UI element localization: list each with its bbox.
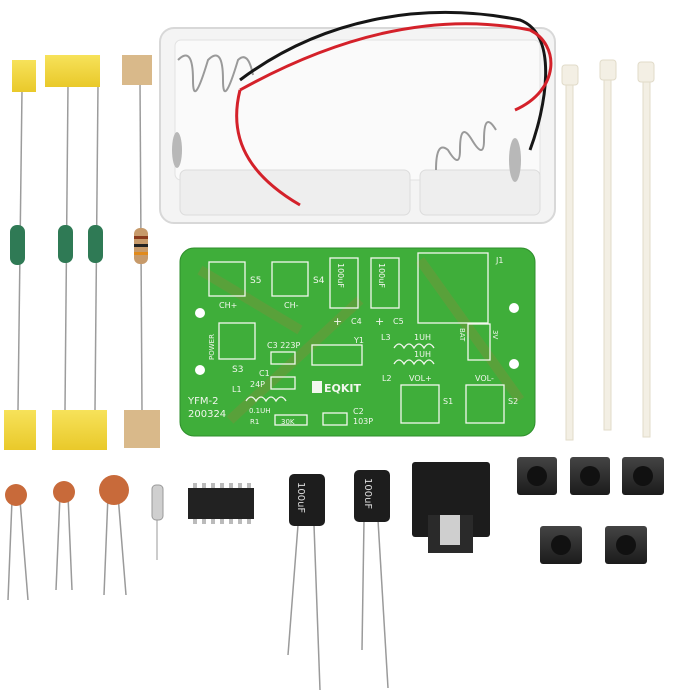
label-s2: S2 bbox=[508, 397, 518, 406]
label-vol-minus: VOL- bbox=[475, 374, 494, 383]
label-s4: S4 bbox=[313, 276, 325, 286]
cable-ties bbox=[561, 59, 655, 441]
label-c5: C5 bbox=[393, 317, 404, 326]
label-c1-value: 24P bbox=[250, 380, 265, 389]
label-power: POWER bbox=[208, 334, 216, 360]
label-l1: L1 bbox=[232, 385, 242, 394]
spring-contact bbox=[177, 54, 497, 171]
label-y1: Y1 bbox=[353, 336, 364, 345]
label-s3: S3 bbox=[232, 365, 243, 375]
label-s1: S1 bbox=[443, 397, 453, 406]
label-c2: C2 bbox=[353, 407, 364, 416]
pcb-date: 200324 bbox=[188, 409, 226, 420]
label-r1-value: 30K bbox=[281, 418, 295, 426]
label-c4-value: 100uF bbox=[336, 263, 345, 288]
pcb-board: S5 S4 CH+ CH- POWER S3 100uF 100uF + + C… bbox=[179, 247, 536, 437]
label-ch-plus: CH+ bbox=[219, 301, 237, 310]
label-j1: J1 bbox=[495, 256, 503, 265]
label-c2-value: 103P bbox=[353, 417, 373, 426]
headphone-jack bbox=[412, 462, 490, 553]
ic-chip bbox=[188, 483, 254, 524]
label-l3-value: 1UH bbox=[414, 333, 431, 342]
cap-label-2: 100uF bbox=[362, 478, 373, 509]
pcb-brand-logo: EQKIT bbox=[324, 382, 361, 395]
pcb-model: YFM-2 bbox=[187, 396, 218, 407]
label-c5-value: 100uF bbox=[377, 263, 386, 288]
electrolytic-capacitors: 100uF 100uF bbox=[287, 470, 390, 691]
axial-components bbox=[4, 55, 160, 450]
ceramic-capacitors bbox=[5, 475, 129, 601]
label-l1-value: 0.1UH bbox=[249, 407, 271, 415]
battery-holder bbox=[159, 11, 556, 224]
label-c3: C3 223P bbox=[267, 341, 300, 350]
label-l3: L3 bbox=[381, 333, 391, 342]
label-s5: S5 bbox=[250, 276, 261, 286]
label-plus-2: + bbox=[375, 315, 384, 328]
label-c1: C1 bbox=[259, 369, 270, 378]
label-l2: L2 bbox=[382, 374, 392, 383]
cap-label-1: 100uF bbox=[295, 482, 306, 513]
label-vol-plus: VOL+ bbox=[409, 374, 432, 383]
label-bat: BAT bbox=[458, 328, 466, 342]
label-c4: C4 bbox=[351, 317, 362, 326]
label-l2-value: 1UH bbox=[414, 350, 431, 359]
crystal bbox=[151, 484, 164, 560]
tactile-buttons bbox=[517, 457, 664, 564]
label-3v: 3V bbox=[491, 330, 499, 339]
label-r1: R1 bbox=[250, 418, 259, 426]
label-plus-1: + bbox=[333, 315, 342, 328]
label-ch-minus: CH- bbox=[284, 301, 299, 310]
